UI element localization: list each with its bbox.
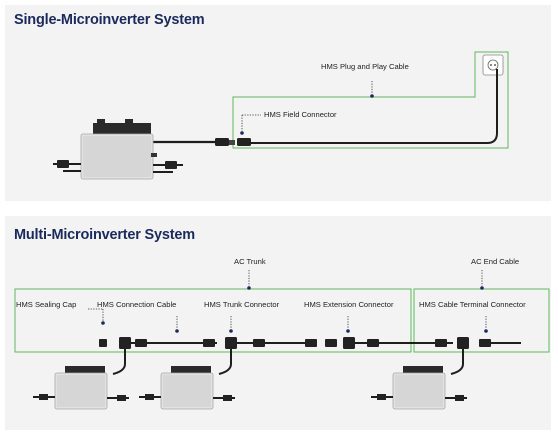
microinverter-3 (371, 366, 467, 410)
plug-cable (251, 69, 498, 144)
field-connector (215, 138, 251, 146)
field-connector-label: HMS Field Connector (264, 110, 337, 119)
microinverter (53, 119, 183, 180)
ac-trunk-label: AC Trunk (234, 257, 266, 266)
sealing-cap (99, 339, 107, 347)
multi-system-diagram (14, 270, 550, 410)
plug-cable-outline (232, 51, 509, 149)
single-system-panel: Single-Microinverter System (5, 5, 551, 201)
extension-connector-label: HMS Extension Connector (304, 300, 394, 309)
ac-trunk-outline (14, 288, 412, 353)
multi-system-title: Multi-Microinverter System (14, 227, 195, 243)
ac-end-cable-label: AC End Cable (471, 257, 520, 266)
cable-terminal-connector-label: HMS Cable Terminal Connector (419, 300, 526, 309)
trunk-connector-label: HMS Trunk Connector (204, 300, 280, 309)
single-system-title: Single-Microinverter System (14, 12, 205, 28)
sealing-cap-label: HMS Sealing Cap (16, 300, 77, 309)
multi-system-panel: Multi-Microinverter System (5, 216, 551, 430)
single-system-diagram (53, 51, 509, 180)
wall-socket (482, 54, 504, 76)
microinverter-2 (139, 366, 235, 410)
connection-cable-label: HMS Connection Cable (97, 300, 177, 309)
microinverter-1 (33, 366, 129, 410)
plug-cable-label: HMS Plug and Play Cable (321, 62, 409, 71)
